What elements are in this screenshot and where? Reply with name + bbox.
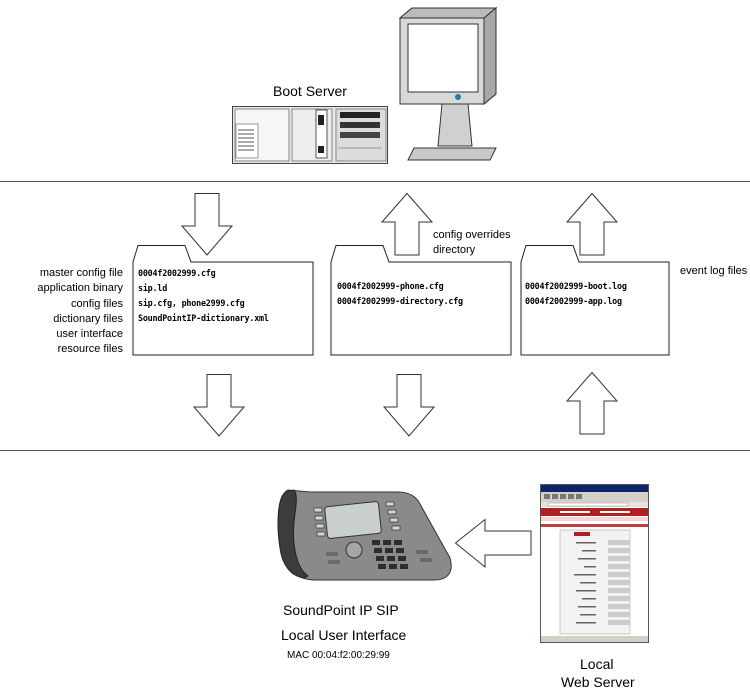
down-arrow-icon [192, 374, 246, 437]
file-name: sip.cfg, phone2999.cfg [138, 298, 245, 308]
label-master-config: master config file [39, 267, 123, 279]
folder-icon [520, 245, 670, 356]
directory-label: directory [433, 244, 476, 256]
top-divider [0, 181, 750, 182]
master-folder-files: 0004f2002999.cfg sip.ld sip.cfg, phone29… [138, 266, 269, 326]
file-name: sip.ld [138, 283, 168, 293]
override-folder-files: 0004f2002999-phone.cfg 0004f2002999-dire… [337, 279, 463, 309]
label-application-binary: application binary [37, 282, 123, 295]
bottom-divider [0, 450, 750, 451]
label-resource-files: resource files [57, 343, 123, 356]
file-name: 0004f2002999-directory.cfg [337, 296, 463, 306]
file-name: 0004f2002999-app.log [525, 296, 622, 306]
up-arrow-icon [565, 371, 619, 435]
file-name: 0004f2002999-boot.log [525, 281, 627, 291]
file-name: 0004f2002999.cfg [138, 268, 216, 278]
web-page-thumbnail [540, 484, 649, 643]
label-config-files: config files [71, 297, 123, 310]
folder-icon [132, 245, 314, 356]
server-tower-icon [232, 106, 388, 164]
down-arrow-icon [382, 374, 436, 437]
phone-mac-address: MAC 00:04:f2:00:29:99 [287, 650, 390, 661]
ip-phone-icon [277, 489, 452, 581]
phone-title: SoundPoint IP SIP [283, 602, 399, 618]
left-arrow-icon [454, 518, 532, 569]
file-name: 0004f2002999-phone.cfg [337, 281, 444, 291]
log-folder-files: 0004f2002999-boot.log 0004f2002999-app.l… [525, 279, 627, 309]
up-arrow-icon [565, 192, 619, 256]
down-arrow-icon [180, 193, 234, 256]
label-dictionary-files: dictionary files [53, 312, 123, 325]
web-server-label-line2: Web Server [561, 674, 635, 690]
master-folder-labels: master config file application binary co… [0, 266, 123, 358]
label-user-interface: user interface [56, 328, 123, 341]
event-log-files-label: event log files [680, 265, 748, 277]
folder-icon [330, 245, 512, 356]
config-overrides-label: config overrides [433, 229, 511, 241]
up-arrow-icon [380, 192, 434, 256]
boot-server-label: Boot Server [273, 83, 347, 99]
phone-subtitle: Local User Interface [281, 627, 407, 643]
monitor-icon [398, 6, 498, 161]
web-server-label-line1: Local [580, 656, 614, 672]
file-name: SoundPointIP-dictionary.xml [138, 313, 269, 323]
